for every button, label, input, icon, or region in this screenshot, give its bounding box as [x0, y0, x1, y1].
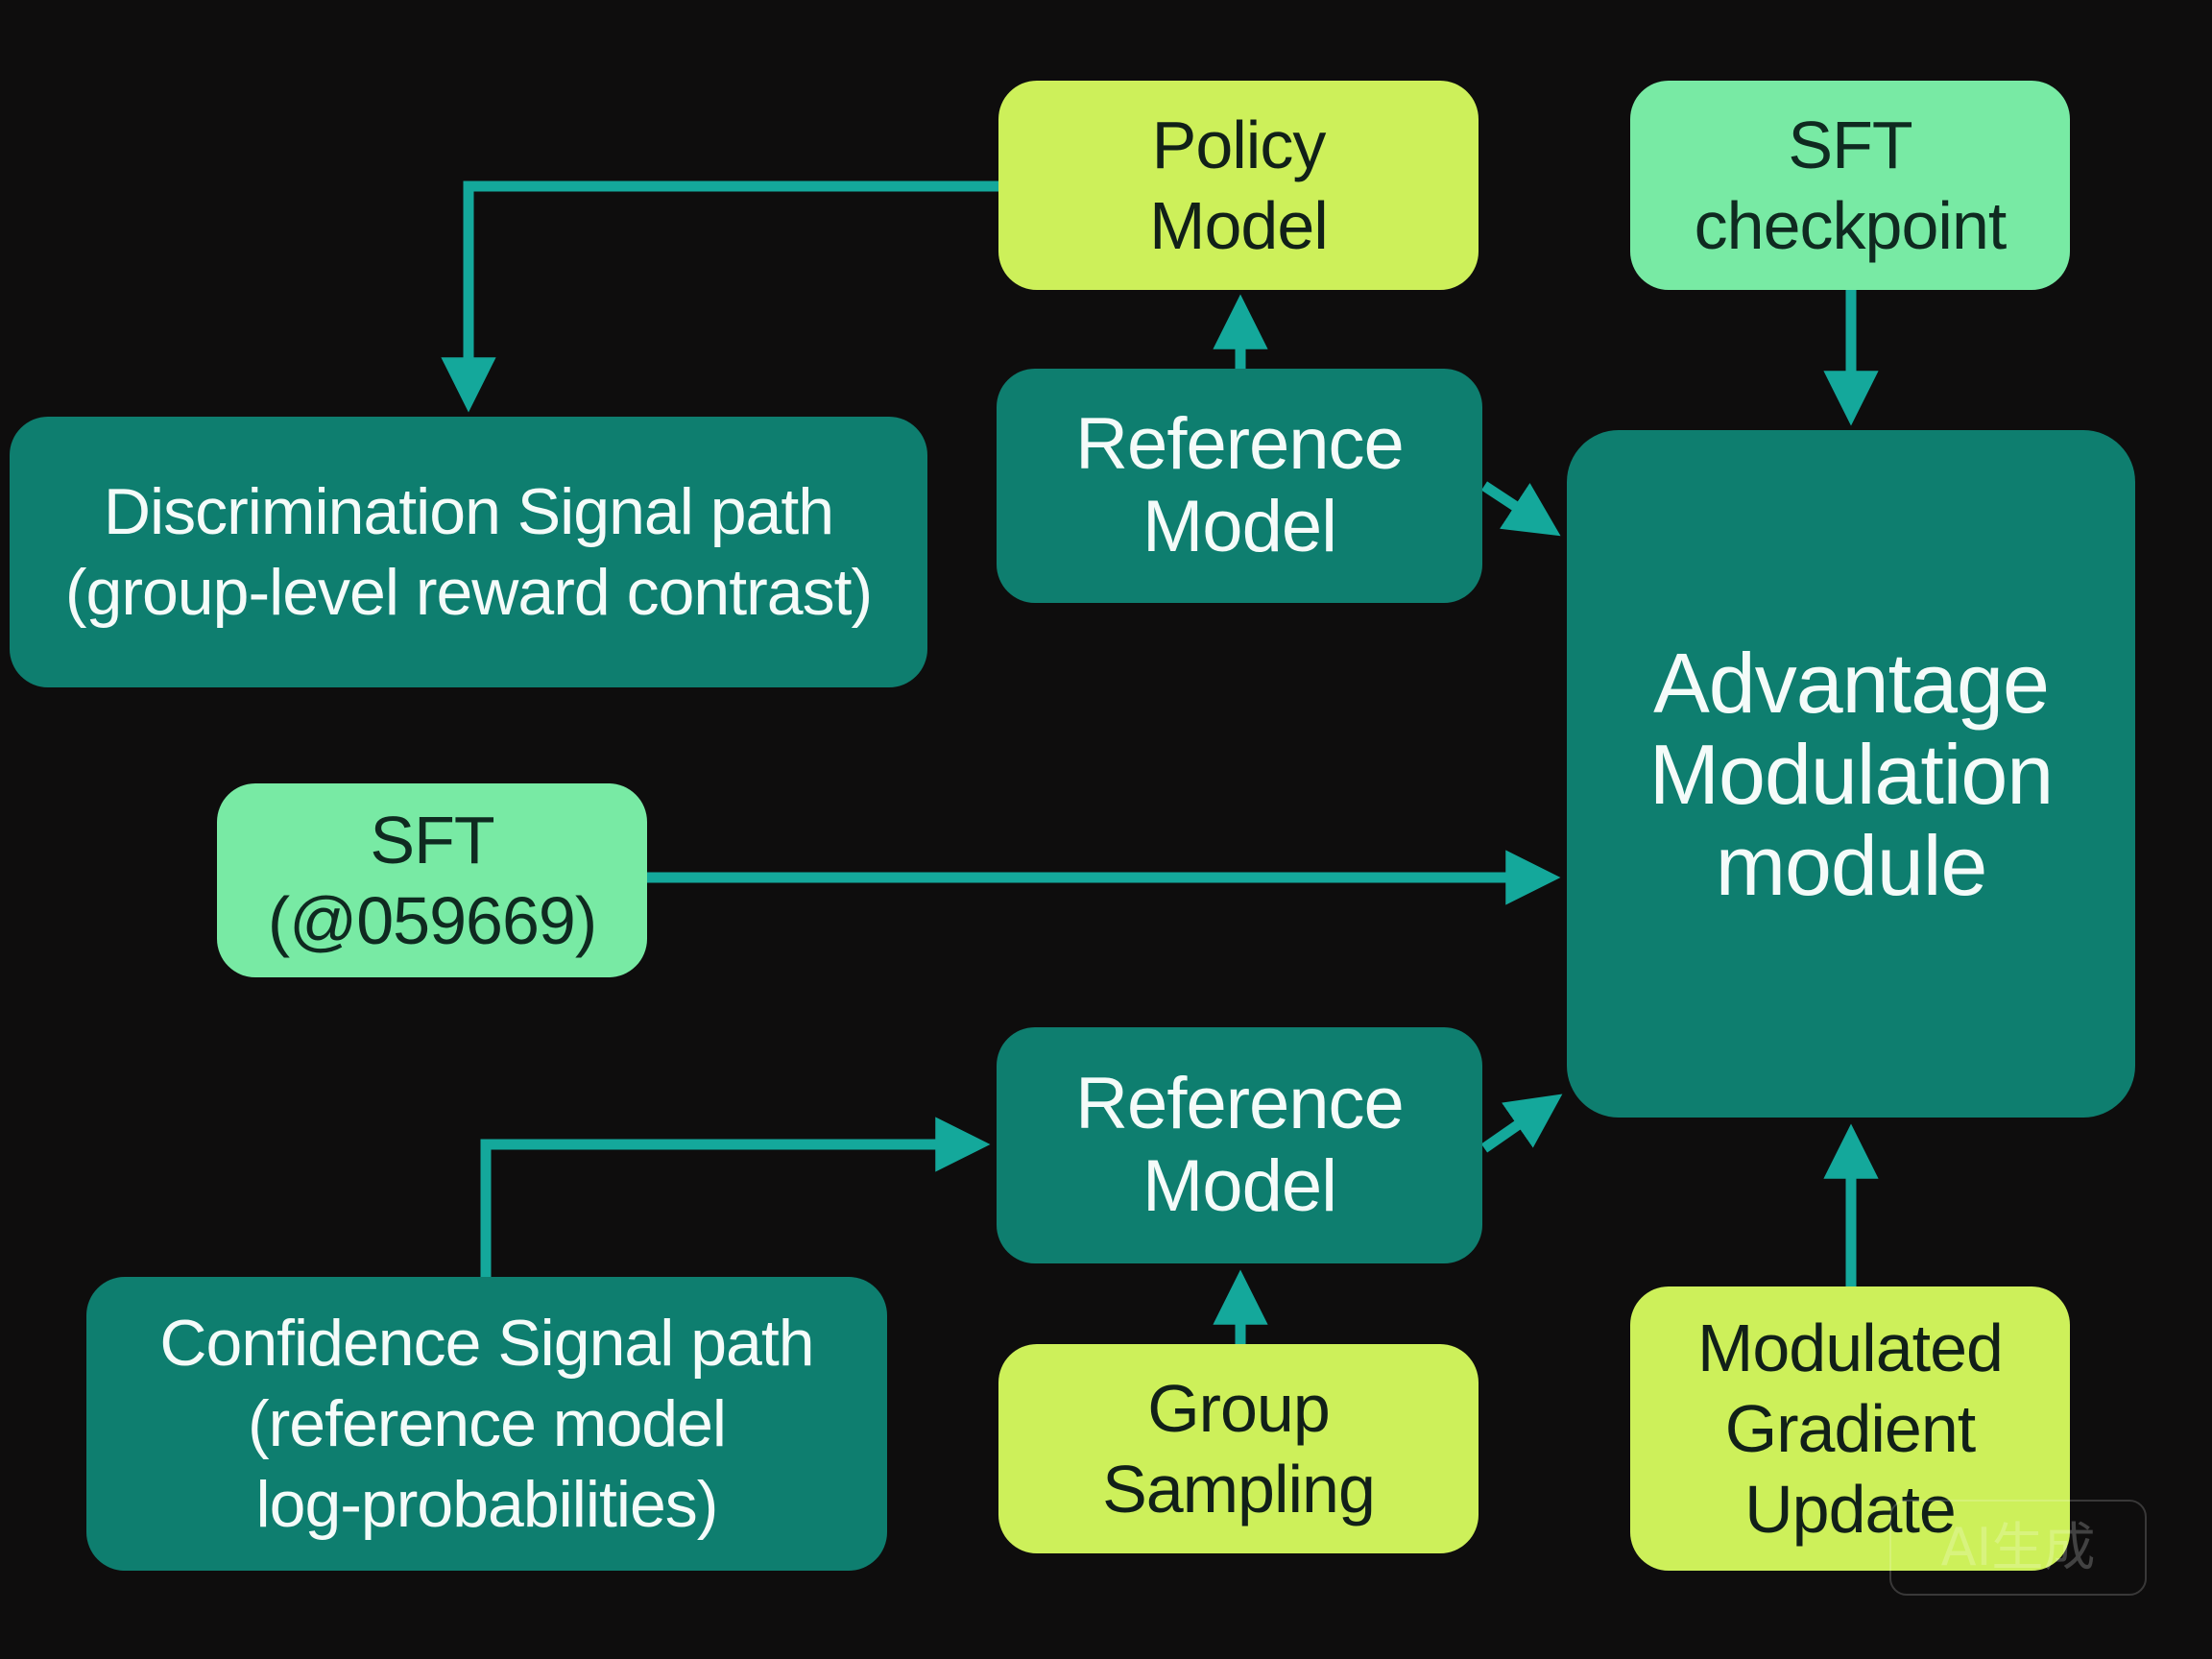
confidence-signal-path-node: Confidence Signal path (reference model … — [86, 1277, 887, 1571]
policy-model-label-line-1: Policy — [1151, 108, 1327, 182]
sft-id-label-line-2: (@059669) — [267, 883, 597, 958]
reference-model-bottom-label-line-1: Reference — [1075, 1063, 1405, 1144]
policy-model-node: Policy Model — [998, 81, 1479, 290]
reference-model-bottom-label-line-2: Model — [1142, 1145, 1337, 1227]
sft-checkpoint-label-line-2: checkpoint — [1694, 188, 2008, 263]
modulated-gradient-label-line-1: Modulated — [1697, 1310, 2004, 1385]
advantage-label-line-2: Modulation — [1648, 726, 2055, 822]
group-sampling-label-line-2: Sampling — [1102, 1452, 1376, 1527]
advantage-modulation-module-node: Advantage Modulation module — [1567, 430, 2135, 1118]
sft-checkpoint-label-line-1: SFT — [1788, 108, 1912, 182]
policy-model-label-line-2: Model — [1149, 188, 1329, 263]
discrimination-label-line-1: Discrimination Signal path — [103, 475, 834, 548]
advantage-label-line-3: module — [1715, 817, 1988, 913]
reference-model-top-label-line-1: Reference — [1075, 403, 1405, 485]
discrimination-signal-path-node: Discrimination Signal path (group-level … — [10, 417, 927, 687]
edge-policy-to-discrimination — [441, 180, 1000, 413]
sft-id-label-line-1: SFT — [370, 803, 494, 878]
edge-confidence-to-reference-bottom — [480, 1117, 991, 1277]
confidence-label-line-3: log-probabilities) — [255, 1468, 719, 1541]
advantage-label-line-1: Advantage — [1653, 635, 2050, 731]
reference-model-top-label-line-2: Model — [1142, 486, 1337, 567]
reference-model-top-node: Reference Model — [997, 369, 1482, 603]
confidence-label-line-2: (reference model — [247, 1387, 727, 1460]
modulated-gradient-label-line-3: Update — [1744, 1472, 1957, 1547]
confidence-label-line-1: Confidence Signal path — [159, 1307, 814, 1380]
sft-checkpoint-node: SFT checkpoint — [1630, 81, 2070, 290]
reference-model-bottom-node: Reference Model — [997, 1027, 1482, 1263]
modulated-gradient-label-line-2: Gradient — [1724, 1391, 1976, 1466]
edge-reference-bottom-to-advantage — [1480, 1094, 1563, 1153]
group-sampling-node: Group Sampling — [998, 1344, 1479, 1553]
modulated-gradient-update-node: Modulated Gradient Update — [1630, 1286, 2070, 1571]
edge-reference-top-to-advantage — [1480, 481, 1561, 537]
sft-id-node: SFT (@059669) — [217, 783, 647, 977]
group-sampling-label-line-1: Group — [1147, 1371, 1331, 1446]
discrimination-label-line-2: (group-level reward contrast) — [64, 556, 873, 629]
ai-generated-watermark: AI生成 — [1889, 1500, 2147, 1596]
